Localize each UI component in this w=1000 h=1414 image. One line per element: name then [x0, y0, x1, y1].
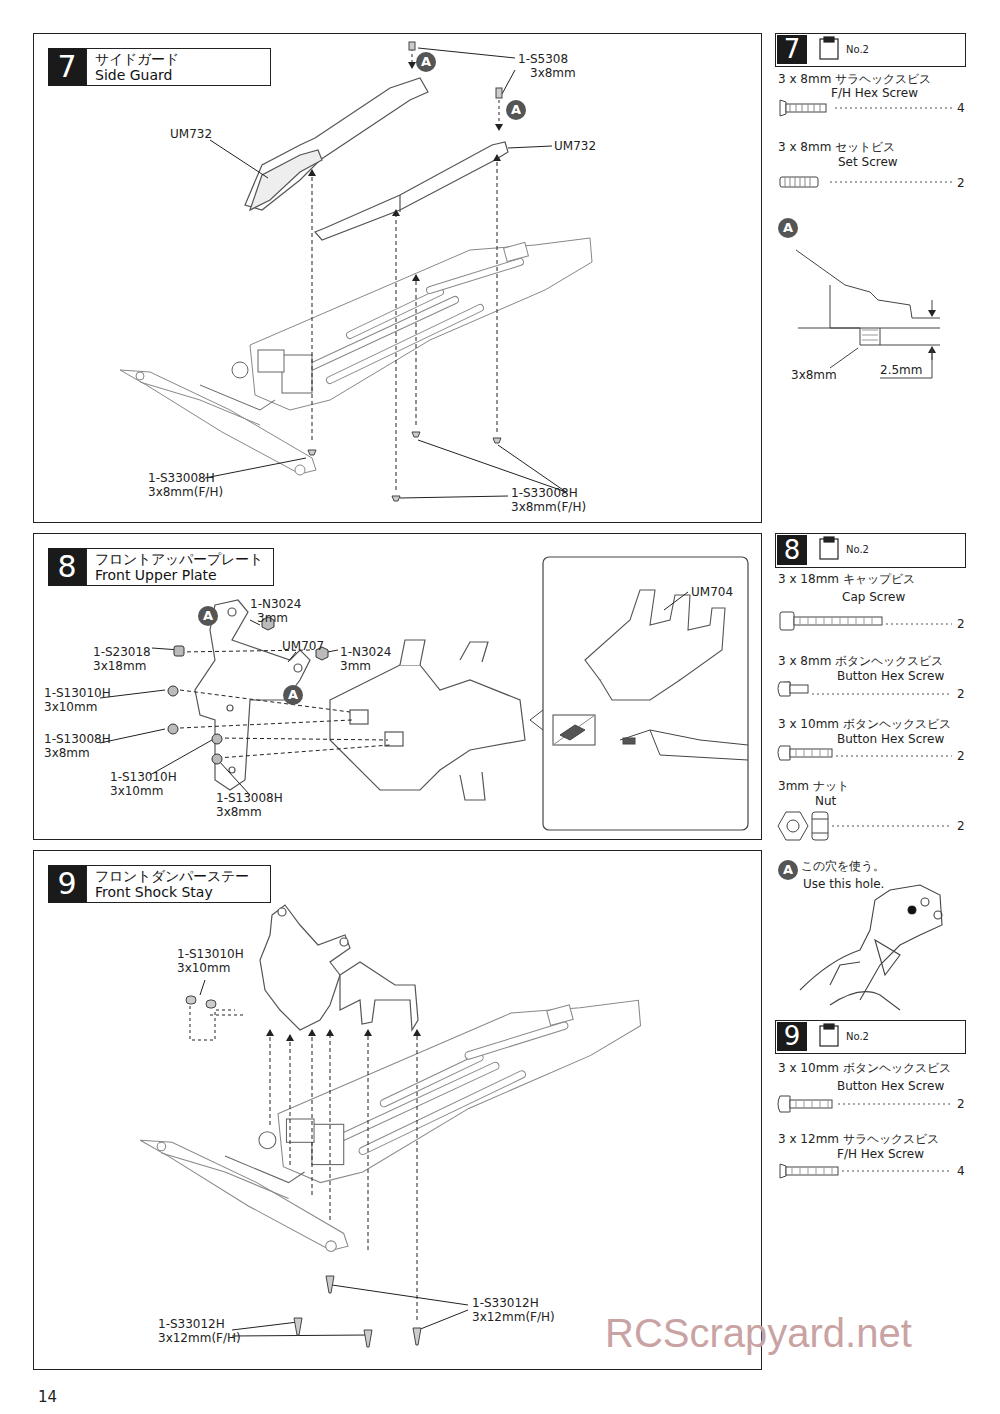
detail-inset: UM704	[544, 558, 749, 831]
part-label: 1-S33012H	[158, 1317, 225, 1331]
part-label: Button Hex Screw	[837, 1079, 944, 1093]
part-label: 3 x 10mm ボタンヘックスビス	[778, 717, 951, 731]
step-title: Front Upper Plate	[95, 567, 265, 583]
part-label: 1-N3024	[340, 645, 391, 659]
part-label: 1-S5308	[518, 52, 568, 66]
parts-bag-number: No.2	[846, 44, 869, 56]
step-title: Front Shock Stay	[95, 884, 262, 900]
part-label: 3x8mm	[791, 368, 837, 382]
step-title-box: フロントダンパーステーFront Shock Stay	[86, 865, 271, 903]
part-label: 2.5mm	[880, 363, 922, 377]
part-label: 1-S13008H	[216, 791, 283, 805]
part-label: 3x10mm	[110, 784, 163, 798]
part-label: Button Hex Screw	[837, 732, 944, 746]
step-title: サイドガード	[95, 51, 262, 67]
part-label: 4	[957, 101, 965, 115]
step-title: Side Guard	[95, 67, 262, 83]
part-label: 2	[957, 749, 965, 763]
step-title-box: フロントアッパープレートFront Upper Plate	[86, 548, 274, 586]
part-label: 3x12mm(F/H)	[158, 1331, 241, 1345]
callout-letter: A	[283, 685, 303, 705]
step-panel: 9フロントダンパーステーFront Shock Stay	[33, 850, 762, 1370]
part-label: 1-S13010H	[110, 770, 177, 784]
step-panel: 7サイドガードSide Guard	[33, 33, 762, 523]
step-number: 9	[777, 1022, 807, 1051]
part-label: UM732	[170, 127, 212, 141]
part-label: 3 x 8mm セットビス	[778, 140, 895, 154]
part-label: F/H Hex Screw	[837, 1147, 924, 1161]
part-label: Cap Screw	[842, 590, 905, 604]
part-label: 1-S33012H	[472, 1296, 539, 1310]
parts-bag-number: No.2	[846, 1031, 869, 1043]
step-number: 8	[48, 548, 86, 586]
step-number: 7	[48, 48, 86, 86]
part-label: 3 x 10mm ボタンヘックスビス	[778, 1061, 951, 1075]
step-title-box: サイドガードSide Guard	[86, 48, 271, 86]
part-label: 3 x 8mm サラヘックスビス	[778, 72, 931, 86]
part-label: 3 x 12mm サラヘックスビス	[778, 1132, 939, 1146]
parts-bag-number: No.2	[846, 544, 869, 556]
part-label: 2	[957, 617, 965, 631]
part-label: 2	[957, 176, 965, 190]
parts-header: 7 No.2	[775, 33, 966, 67]
part-label: 3x8mm(F/H)	[148, 485, 223, 499]
part-label: 1-S13010H	[177, 947, 244, 961]
step-number: 8	[777, 535, 807, 565]
part-label: 1-S33008H	[148, 471, 215, 485]
parts-header: 9 No.2	[775, 1020, 966, 1054]
part-label: 3x10mm	[44, 700, 97, 714]
part-label: 3 x 18mm キャップビス	[778, 572, 915, 586]
step-number: 9	[48, 865, 86, 903]
step-number: 7	[777, 35, 807, 64]
step-title: フロントアッパープレート	[95, 551, 265, 567]
part-label: 3x8mm	[530, 66, 576, 80]
part-label: 1-S33008H	[511, 486, 578, 500]
part-label: UM732	[554, 139, 596, 153]
part-label: 2	[957, 819, 965, 833]
part-label: Nut	[815, 794, 836, 808]
part-label: 1-N3024	[250, 597, 301, 611]
part-label: 3x12mm(F/H)	[472, 1310, 555, 1324]
callout-letter: A	[778, 218, 798, 238]
callout-letter: A	[416, 52, 436, 72]
part-label: 2	[957, 1097, 965, 1111]
part-label: この穴を使う。	[801, 859, 885, 873]
part-label: UM707	[282, 639, 324, 653]
page-number: 14	[38, 1388, 57, 1406]
part-label: 3x8mm	[216, 805, 262, 819]
part-label: 2	[957, 687, 965, 701]
callout-letter: A	[506, 100, 526, 120]
part-label: 3mm	[257, 611, 288, 625]
part-number: UM704	[691, 585, 733, 599]
part-label: 3x8mm	[44, 746, 90, 760]
part-label: 3mm ナット	[778, 779, 849, 793]
part-label: Button Hex Screw	[837, 669, 944, 683]
watermark: RCScrapyard.net	[605, 1310, 912, 1356]
part-label: 3x18mm	[93, 659, 146, 673]
part-label: 3x10mm	[177, 961, 230, 975]
part-label: 1-S13010H	[44, 686, 111, 700]
part-label: Set Screw	[838, 155, 898, 169]
part-label: Use this hole.	[803, 877, 884, 891]
part-label: F/H Hex Screw	[831, 86, 918, 100]
callout-letter: A	[198, 606, 218, 626]
step-title: フロントダンパーステー	[95, 868, 262, 884]
part-label: 3mm	[340, 659, 371, 673]
part-label: 4	[957, 1164, 965, 1178]
part-label: 3x8mm(F/H)	[511, 500, 586, 514]
callout-letter: A	[778, 860, 798, 880]
parts-header: 8 No.2	[775, 533, 966, 568]
part-label: 1-S13008H	[44, 732, 111, 746]
part-label: 1-S23018	[93, 645, 151, 659]
part-label: 3 x 8mm ボタンヘックスビス	[778, 654, 943, 668]
